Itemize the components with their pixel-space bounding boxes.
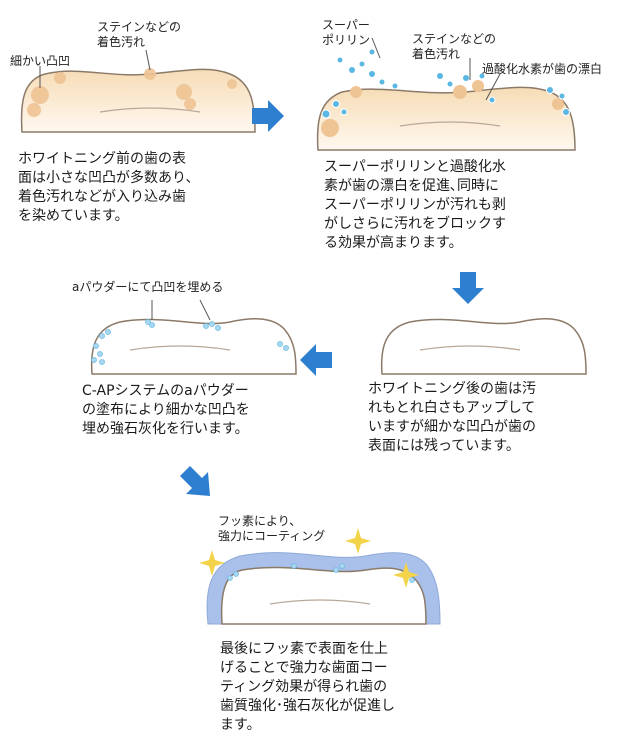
tooth-inner-line — [269, 599, 371, 605]
label-powder: aパウダーにて凸凹を埋める — [72, 280, 224, 294]
powder-particles — [91, 319, 289, 365]
label-peroxide: 過酸化水素が歯の漂白 — [482, 62, 603, 76]
tooth-crown — [220, 566, 427, 625]
step5-description: 最後にフッ素で表面を仕上 げることで強力な歯面コー ティング効果が得られ歯の 歯… — [220, 641, 395, 733]
label-superpolyrin: スーパー ポリリン — [322, 18, 371, 47]
tooth-inner-line — [399, 121, 501, 127]
step2-description: スーパーポリリンと過酸化水 素が歯の漂白を促進､同時に スーパーポリリンが汚れも… — [324, 159, 506, 251]
label-stain: ステインなどの 着色汚れ — [412, 32, 497, 61]
step4-panel: aパウダーにて凸凹を埋める C-APシステムのaパウダー の塗布により細かな凹凸… — [60, 270, 300, 460]
step1-description: ホワイトニング前の歯の表 面は小さな凹凸が多数あり、 着色汚れなどが入り込み歯 … — [18, 151, 200, 224]
step4-tooth-illustration — [90, 299, 297, 375]
tooth-inner-line — [99, 107, 201, 113]
step3-description: ホワイトニング後の歯は汚 れもとれ白さもアップして いますが細かな凹凸が歯の 表… — [368, 381, 536, 454]
label-coating: フッ素により、 強力にコーティング — [218, 514, 326, 543]
stain-spots — [27, 68, 237, 117]
stain-spots — [321, 80, 564, 137]
step2-panel: スーパー ポリリン ステインなどの 着色汚れ 過酸化水素が歯の漂白 スーパーポリ… — [300, 0, 630, 260]
pointer-line — [485, 73, 501, 101]
tooth-inner-line — [419, 345, 521, 351]
label-stain: ステインなどの 着色汚れ — [97, 20, 182, 49]
arrow-diagonal-icon — [180, 466, 210, 496]
arrow-down-icon — [452, 272, 484, 304]
sparkle-icon — [199, 528, 419, 588]
step2-tooth-illustration — [316, 37, 576, 151]
pointer-line — [199, 299, 211, 321]
step3-panel: ホワイトニング後の歯は汚 れもとれ白さもアップして いますが細かな凹凸が歯の 表… — [340, 300, 630, 470]
pointer-line — [371, 37, 381, 59]
pointer-line — [145, 49, 151, 71]
arrow-left-icon — [300, 344, 332, 376]
step4-description: C-APシステムのaパウダー の塗布により細かな凹凸を 埋め強石灰化を行います。 — [82, 383, 250, 437]
step1-tooth-illustration — [20, 49, 256, 133]
step5-panel: フッ素により、 強力にコーティング 最後にフッ素で表面を仕上 げることで強力な歯… — [190, 500, 450, 750]
arrow-right-icon — [252, 100, 284, 132]
label-bumps: 細かい凸凹 — [10, 54, 71, 68]
bubble-particles — [321, 48, 570, 119]
tooth-inner-line — [129, 345, 231, 351]
step5-tooth-illustration — [199, 528, 441, 625]
step1-panel: ステインなどの 着色汚れ 細かい凸凹 ホワイトニング前の歯の表 面は小さな凹凸が… — [0, 0, 300, 240]
powder-particles — [227, 563, 415, 583]
step3-tooth-illustration — [380, 317, 587, 375]
